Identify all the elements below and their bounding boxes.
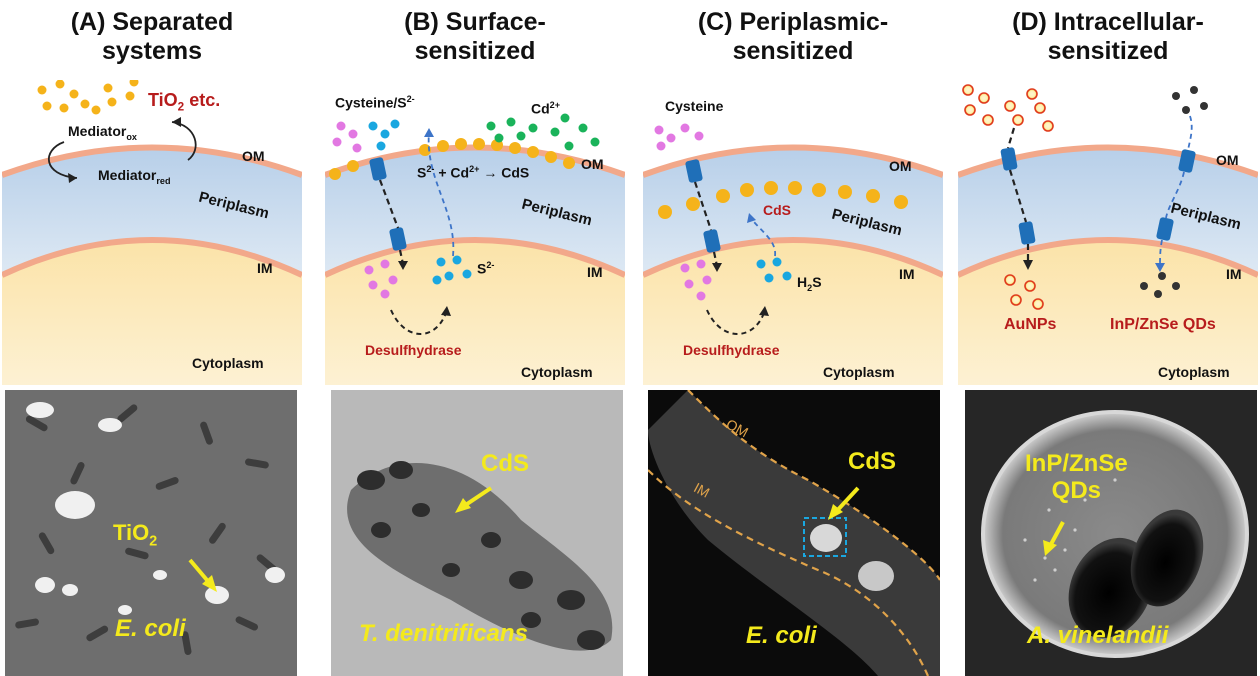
panel-separated-systems: (A) Separated systems TiO2 etc. Mediat bbox=[2, 0, 302, 676]
im-label: IM bbox=[587, 264, 603, 280]
im-label: IM bbox=[1226, 266, 1242, 282]
microscopy-image: TiO2 E. coli bbox=[5, 390, 297, 676]
om-label: OM bbox=[889, 158, 912, 174]
panel-surface-sensitized: (B) Surface- sensitized bbox=[325, 0, 625, 676]
cytoplasm-region bbox=[2, 240, 302, 385]
photo-particle-label: CdS bbox=[848, 448, 896, 475]
microscopy-image: OM IM CdS E. coli bbox=[648, 390, 940, 676]
tio2-particles bbox=[37, 80, 139, 115]
schematic-diagram: TiO2 etc. Mediatorox Mediatorred OM Peri… bbox=[2, 80, 302, 385]
cell-body bbox=[648, 390, 940, 676]
cytoplasm-label: Cytoplasm bbox=[823, 364, 895, 380]
om-transporter bbox=[369, 157, 387, 181]
product-label: H2S bbox=[797, 274, 822, 293]
cds-surface-particles bbox=[329, 138, 575, 180]
title-line-2: sensitized bbox=[1047, 37, 1169, 65]
microscopy-image: InP/ZnSe QDs A. vinelandii bbox=[965, 390, 1257, 676]
particle-label: TiO2 etc. bbox=[148, 90, 221, 114]
species-label: E. coli bbox=[115, 615, 186, 642]
title-line-2: sensitized bbox=[732, 37, 854, 65]
enzyme-label: Desulfhydrase bbox=[365, 342, 462, 358]
particle-label: CdS bbox=[763, 202, 791, 218]
title-line-2: sensitized bbox=[414, 37, 536, 65]
inp-qds bbox=[1140, 86, 1208, 298]
species-label: A. vinelandii bbox=[1027, 622, 1169, 649]
im-outline bbox=[648, 469, 930, 676]
photo-particle-label: InP/ZnSe QDs bbox=[1025, 450, 1128, 504]
panel-title: (D) Intracellular- sensitized bbox=[958, 8, 1258, 66]
panel-title: (B) Surface- sensitized bbox=[325, 8, 625, 66]
enzyme-label: Desulfhydrase bbox=[683, 342, 780, 358]
title-line-1: (A) Separated bbox=[70, 8, 234, 36]
panel-periplasmic-sensitized: (C) Periplasmic- sensitized bbox=[643, 0, 943, 676]
photo-particle-label-line-1: InP/ZnSe bbox=[1025, 450, 1128, 477]
cytoplasm-label: Cytoplasm bbox=[521, 364, 593, 380]
schematic-diagram: OM Periplasm IM AuNPs InP/ZnSe QDs Cytop… bbox=[958, 80, 1258, 385]
om-label: OM bbox=[581, 156, 604, 172]
schematic-diagram: Cysteine/S2- Cd2+ S2- + Cd2+ → CdS OM Pe… bbox=[325, 80, 625, 385]
cytoplasm-label: Cytoplasm bbox=[1158, 364, 1230, 380]
vacuole-2 bbox=[1130, 509, 1204, 607]
panel-intracellular-sensitized: (D) Intracellular- sensitized bbox=[958, 0, 1258, 676]
bacteria-rods bbox=[15, 404, 277, 655]
cytoplasm-label: Cytoplasm bbox=[192, 355, 264, 371]
photo-particle-label: TiO2 bbox=[113, 520, 158, 550]
tio2-aggregates bbox=[26, 402, 285, 615]
title-line-1: (C) Periplasmic- bbox=[697, 8, 889, 36]
im-label: IM bbox=[899, 266, 915, 282]
panel-title: (C) Periplasmic- sensitized bbox=[643, 8, 943, 66]
title-line-1: (D) Intracellular- bbox=[1012, 8, 1204, 36]
title-line-1: (B) Surface- bbox=[404, 8, 546, 36]
microscopy-image: CdS T. denitrificans bbox=[331, 390, 623, 676]
cds-particle bbox=[810, 524, 842, 552]
inner-membrane bbox=[325, 237, 625, 278]
s2-export-path bbox=[427, 131, 455, 257]
title-line-2: systems bbox=[101, 37, 203, 65]
panel-title: (A) Separated systems bbox=[2, 8, 302, 66]
mediator-ox-label: Mediatorox bbox=[68, 123, 137, 142]
au-product-label: AuNPs bbox=[1004, 316, 1057, 333]
au-nanoparticles bbox=[962, 84, 1054, 310]
inner-membrane bbox=[2, 237, 302, 278]
mediator-red-label: Mediatorred bbox=[98, 167, 171, 186]
om-outline bbox=[687, 390, 940, 581]
qd-product-label: InP/ZnSe QDs bbox=[1110, 316, 1216, 333]
cds-periplasm-particles bbox=[658, 181, 908, 219]
enzyme-cycle bbox=[390, 309, 448, 335]
product-label: S2- bbox=[477, 260, 495, 277]
outer-membrane bbox=[2, 144, 302, 178]
om-label: OM bbox=[242, 148, 265, 164]
substrate-label: Cysteine bbox=[665, 98, 724, 114]
schematic-diagram: Cysteine OM CdS Periplasm IM H2S Desulfh… bbox=[643, 80, 943, 385]
im-label: IM bbox=[257, 260, 273, 276]
cycle-arrow-left bbox=[48, 141, 78, 179]
cd-ions bbox=[486, 113, 600, 151]
reaction-equation: S2- + Cd2+ → CdS bbox=[417, 164, 530, 181]
photo-particle-label: CdS bbox=[481, 450, 529, 477]
om-label: OM bbox=[1216, 152, 1239, 168]
im-transporter bbox=[389, 227, 407, 251]
photo-particle-label-line-2: QDs bbox=[1051, 477, 1102, 504]
species-label: E. coli bbox=[746, 622, 817, 649]
metal-ion-label: Cd2+ bbox=[531, 100, 561, 117]
species-label: T. denitrificans bbox=[359, 620, 528, 647]
substrate-label: Cysteine/S2- bbox=[335, 94, 415, 111]
